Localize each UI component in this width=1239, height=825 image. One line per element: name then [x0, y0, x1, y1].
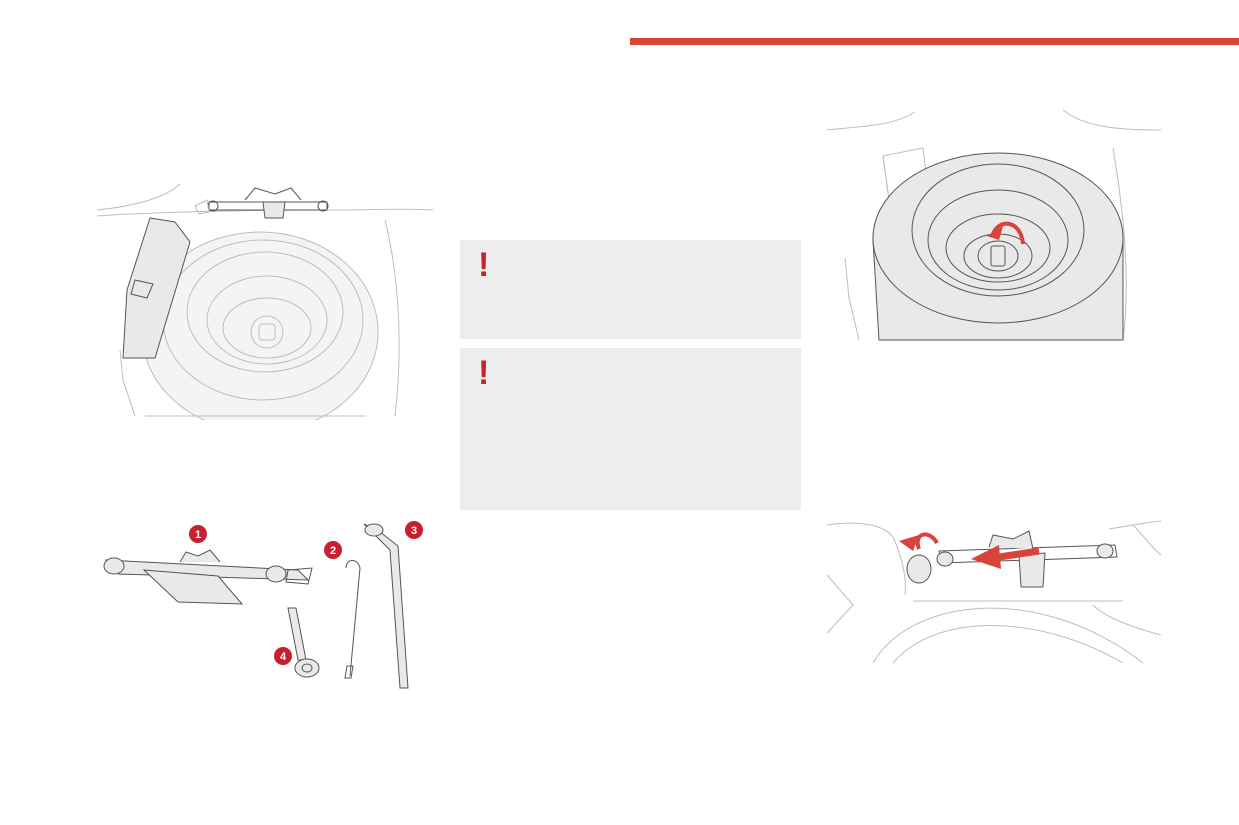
callout-3: 3	[405, 521, 423, 539]
rotate-arrow-icon	[991, 221, 1025, 245]
spare-wheel-in-boot-illustration	[96, 183, 434, 420]
svg-text:4: 4	[280, 651, 287, 663]
exclamation-icon: !	[478, 246, 490, 284]
warning-panel-2: !	[460, 348, 801, 510]
jack-stowage-illustration	[826, 520, 1162, 664]
callout-4: 4	[274, 647, 292, 665]
callout-1: 1	[189, 525, 207, 543]
warning-panel-1: !	[460, 240, 801, 339]
header-accent-bar	[630, 38, 1239, 45]
svg-text:3: 3	[411, 525, 417, 537]
callout-2: 2	[324, 541, 342, 559]
tool-kit-illustration: 1 2 3 4	[103, 521, 423, 689]
svg-text:2: 2	[330, 545, 336, 557]
svg-text:1: 1	[195, 529, 201, 541]
exclamation-icon: !	[478, 354, 490, 392]
spare-wheel-retaining-bolt-illustration	[826, 109, 1162, 341]
